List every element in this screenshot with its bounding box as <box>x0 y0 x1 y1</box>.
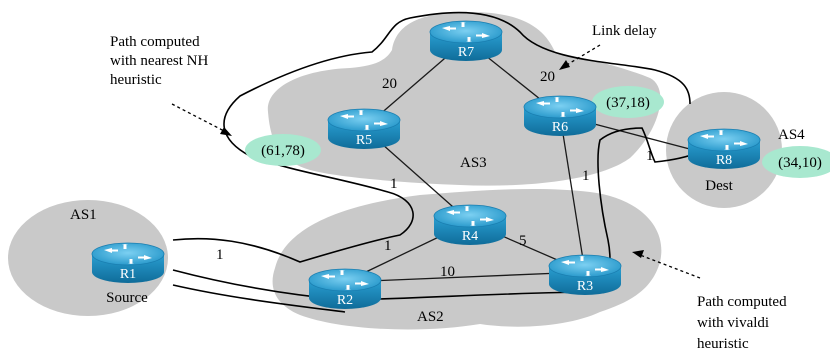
as3-label: AS3 <box>460 155 487 171</box>
vivaldi-annotation-line2: with vivaldi <box>697 315 769 331</box>
delay-r7-r6: 20 <box>540 69 555 85</box>
delay-r1-r4: 1 <box>216 247 224 263</box>
router-r5: R5 <box>327 108 401 150</box>
router-r2-label: R2 <box>337 293 353 308</box>
as4-label: AS4 <box>778 127 805 143</box>
link-r6-r3 <box>559 114 586 273</box>
router-r7-label: R7 <box>458 45 474 60</box>
delay-r6-r8: 1 <box>646 148 654 164</box>
vivaldi-annotation-line1: Path computed <box>697 294 787 310</box>
nearest-nh-path <box>172 11 691 263</box>
router-r3-label: R3 <box>577 279 593 294</box>
router-r1: R1 <box>91 242 165 284</box>
nh-annotation-line2: with nearest NH <box>110 53 208 69</box>
vivaldi-annotation: Path computed with vivaldi heuristic <box>697 294 787 352</box>
nh-arrowhead <box>220 127 232 136</box>
coord-bubble-r5: (61,78) <box>245 134 321 166</box>
router-r1-label: R1 <box>120 267 136 282</box>
router-r6-label: R6 <box>552 120 568 135</box>
delay-r6-r3: 1 <box>582 168 590 184</box>
router-r4-label: R4 <box>462 229 478 244</box>
coord-r8-text: (34,10) <box>778 155 822 171</box>
source-lower-path <box>172 284 346 313</box>
delay-r5-r4: 1 <box>390 176 398 192</box>
dest-caption: Dest <box>705 178 733 194</box>
link-delay-arrowhead <box>559 60 570 70</box>
router-r3: R3 <box>548 254 622 296</box>
delay-r2-r4: 1 <box>384 238 392 254</box>
nh-annotation-arrow <box>171 103 227 133</box>
coord-r6-text: (37,18) <box>606 95 650 111</box>
source-caption: Source <box>106 290 148 306</box>
nh-annotation-line3: heuristic <box>110 72 162 88</box>
delay-r2-r3: 10 <box>440 264 455 280</box>
link-delay-arrow <box>564 44 601 67</box>
router-r5-label: R5 <box>356 133 372 148</box>
arrowheads <box>220 60 644 258</box>
coord-bubble-r6: (37,18) <box>592 86 664 118</box>
router-r2: R2 <box>308 268 382 310</box>
nh-annotation: Path computed with nearest NH heuristic <box>110 34 208 88</box>
nh-annotation-line1: Path computed <box>110 34 200 50</box>
coord-r5-text: (61,78) <box>261 143 305 159</box>
as1-region <box>8 200 168 316</box>
as1-label: AS1 <box>70 207 97 223</box>
as2-label: AS2 <box>417 309 444 325</box>
annotation-arrows <box>171 44 701 279</box>
delay-r4-r3: 5 <box>519 233 527 249</box>
vivaldi-annotation-arrow <box>639 254 701 279</box>
link-delay-annotation: Link delay <box>592 23 657 39</box>
vivaldi-arrowhead <box>632 250 644 258</box>
link-r2-r3 <box>344 271 586 283</box>
router-r7: R7 <box>429 20 503 62</box>
router-r6: R6 <box>523 95 597 137</box>
router-r4: R4 <box>433 204 507 246</box>
coord-bubble-r8: (34,10) <box>762 146 830 178</box>
vivaldi-annotation-line3: heuristic <box>697 336 749 352</box>
router-r8-label: R8 <box>716 153 732 168</box>
delay-r7-r5: 20 <box>382 76 397 92</box>
router-r8: R8 <box>687 128 761 170</box>
